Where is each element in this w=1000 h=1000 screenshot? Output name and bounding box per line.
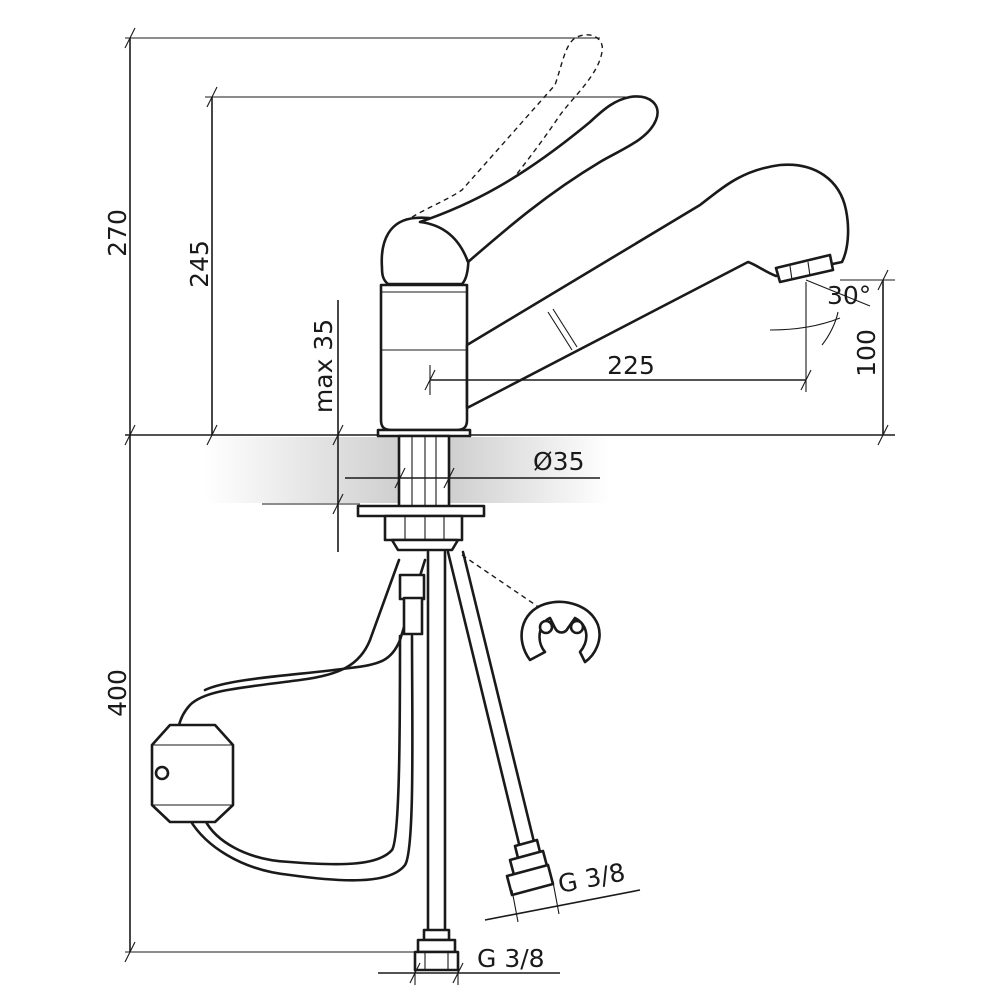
thread-bottom-label: G 3/8 xyxy=(477,944,545,973)
dim-angle-label: 30° xyxy=(827,281,871,310)
spout-hose xyxy=(150,558,427,882)
dim-225-label: 225 xyxy=(607,351,655,380)
mixer-body xyxy=(376,95,659,438)
dimension-lines xyxy=(124,27,895,985)
dim-400-label: 400 xyxy=(103,669,132,717)
dim-270-label: 270 xyxy=(103,209,132,257)
dim-max35-label: max 35 xyxy=(309,319,338,413)
raised-lever-outline xyxy=(391,34,604,236)
thread-angled-label: G 3/8 xyxy=(556,858,628,899)
countertop xyxy=(125,434,895,505)
mounting-shank xyxy=(356,434,486,552)
dim-245-label: 245 xyxy=(185,240,214,288)
mounting-clip xyxy=(461,554,601,664)
dim-diameter-label: Ø35 xyxy=(533,447,585,476)
pull-out-spout xyxy=(465,163,850,410)
dim-100-label: 100 xyxy=(852,329,881,377)
supply-hoses xyxy=(413,550,555,972)
